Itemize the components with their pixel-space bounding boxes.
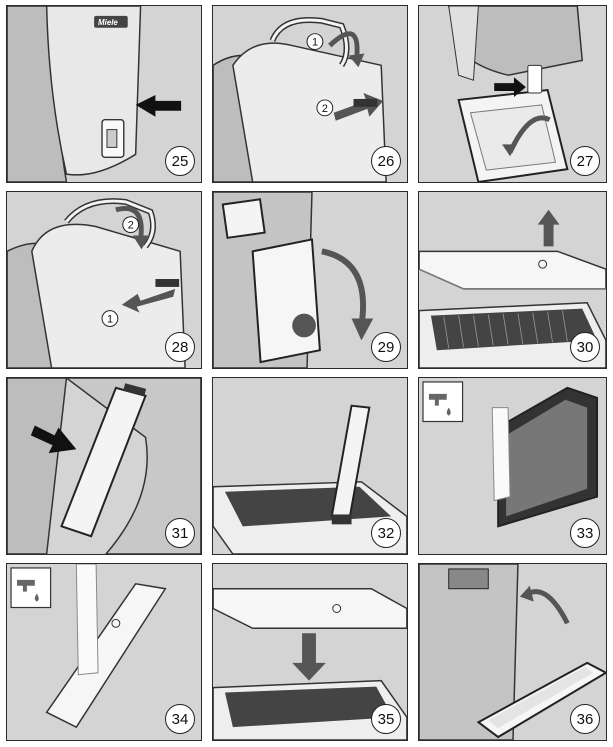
figure-36: 36 [418, 563, 607, 741]
figure-number: 30 [570, 332, 600, 362]
figure-33: 33 [418, 377, 607, 555]
figure-number: 34 [165, 704, 195, 734]
vacuum-side-illustration: Miele [7, 6, 182, 182]
figure-34: 34 [6, 563, 202, 741]
brand-logo: Miele [98, 18, 118, 27]
figure-26: 1 2 26 [212, 5, 408, 183]
figure-number: 28 [165, 332, 195, 362]
figure-30: 30 [418, 191, 607, 369]
water-tap-icon [428, 393, 451, 416]
figure-29: 29 [212, 191, 408, 369]
step-1-label: 1 [312, 37, 318, 49]
figure-number: 36 [570, 704, 600, 734]
figure-35: 35 [212, 563, 408, 741]
figure-32: 32 [212, 377, 408, 555]
figure-27: 27 [418, 5, 607, 183]
figure-31: 31 [6, 377, 202, 555]
water-tap-icon [16, 579, 39, 602]
figure-number: 31 [165, 518, 195, 548]
figure-number: 25 [165, 146, 195, 176]
push-arrow-icon [135, 94, 182, 117]
figure-number: 32 [371, 518, 401, 548]
figure-number: 26 [371, 146, 401, 176]
figure-number: 29 [371, 332, 401, 362]
step-2-label: 2 [322, 103, 328, 115]
figure-25: Miele 25 [6, 5, 202, 183]
step-2-label: 2 [128, 220, 134, 232]
step-1-label: 1 [107, 314, 113, 326]
figure-number: 33 [570, 518, 600, 548]
figure-number: 35 [371, 704, 401, 734]
figure-28: 2 1 28 [6, 191, 202, 369]
figure-number: 27 [570, 146, 600, 176]
